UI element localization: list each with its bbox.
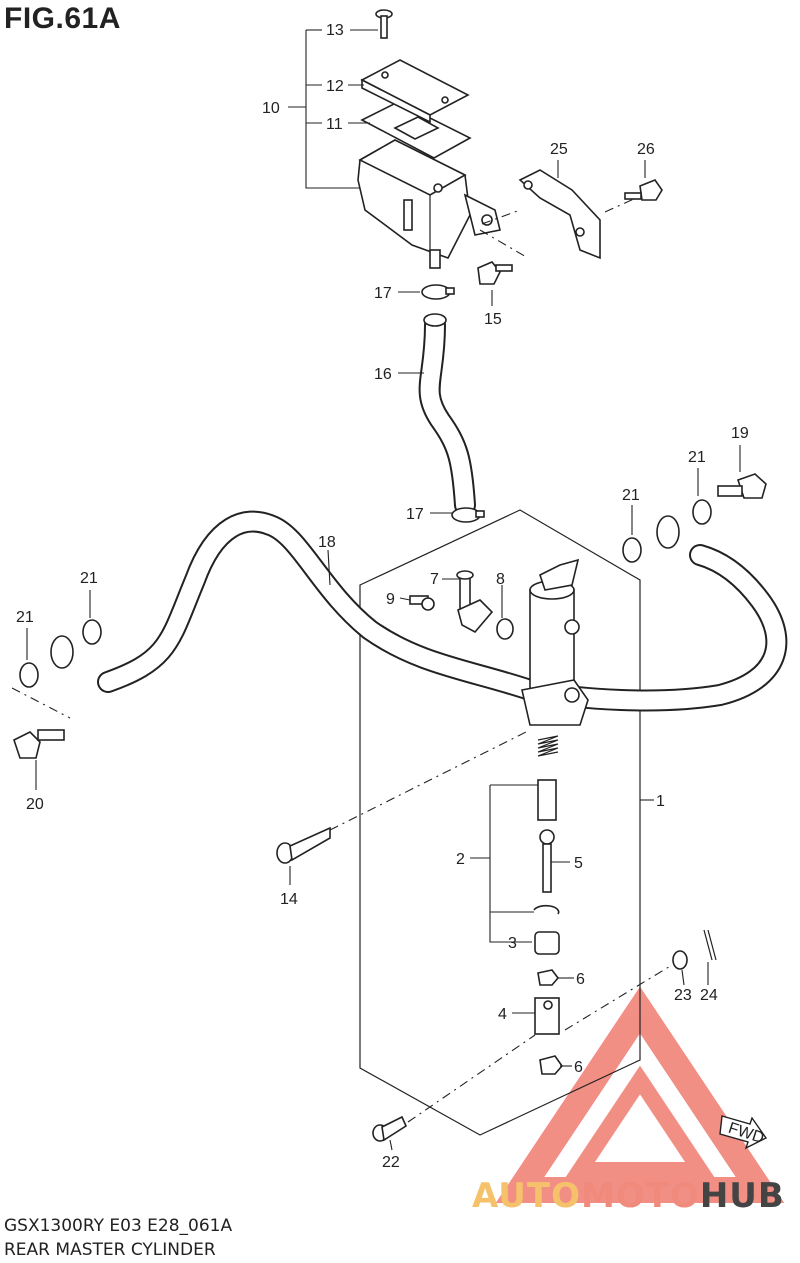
callout-11: 10 <box>262 100 280 117</box>
routing-line-bolt26 <box>604 197 637 213</box>
routing-line-reservoir-bracket <box>481 209 521 225</box>
piston-spring <box>537 735 559 757</box>
routing-line-bolt10 <box>329 729 531 831</box>
callout-16: 16 <box>374 366 392 383</box>
assembly-bracket-outline <box>359 509 641 1136</box>
callout-9: 9 <box>386 591 395 608</box>
pushrod-5 <box>539 829 555 893</box>
bolt-15 <box>477 261 513 285</box>
banjo-bolt-19 <box>717 473 767 499</box>
banjo-fitting-right <box>656 515 680 549</box>
circlip-2 <box>533 904 560 915</box>
washer-21-a <box>19 662 39 688</box>
callout-14: 13 <box>326 22 344 39</box>
callout-7: 7 <box>430 571 439 588</box>
routing-line-pin22 <box>407 1034 536 1123</box>
banjo-bolt-20 <box>13 729 65 759</box>
callout-22: 22 <box>382 1154 400 1171</box>
callout-13: 12 <box>326 78 344 95</box>
callout-8: 8 <box>496 571 505 588</box>
figure-title: FIG.61A <box>4 2 121 35</box>
callout-4: 4 <box>498 1006 507 1023</box>
callout-10: 14 <box>280 891 298 908</box>
callout-17-lower: 17 <box>406 506 424 523</box>
bolt-26 <box>624 179 663 201</box>
leader-lines <box>26 29 741 1151</box>
nut-6-upper <box>537 969 560 986</box>
washer-21-c <box>622 537 642 563</box>
washer-21-b <box>82 619 102 645</box>
callout-2: 2 <box>456 851 465 868</box>
callout-labels: 13 12 11 10 25 26 17 15 16 17 18 19 21 2… <box>16 22 749 1171</box>
callout-25: 25 <box>550 141 568 158</box>
logo-moto: MOTO <box>580 1176 700 1216</box>
master-cylinder-body <box>521 558 589 726</box>
callout-26: 26 <box>637 141 655 158</box>
logo-auto: AUTO <box>472 1176 581 1216</box>
callout-6-lower: 6 <box>574 1059 583 1076</box>
bolt-10 <box>276 826 331 864</box>
figure-caption: REAR MASTER CYLINDER <box>4 1240 216 1260</box>
callout-6-upper: 6 <box>576 971 585 988</box>
cap-screw-14 <box>375 9 393 39</box>
piston-2 <box>537 779 557 821</box>
reservoir-bracket-25 <box>518 169 601 260</box>
clevis-4 <box>534 997 560 1035</box>
reservoir-tank-11 <box>357 139 501 269</box>
hose-clamp-17-upper <box>421 284 455 300</box>
callout-1: 1 <box>656 793 665 810</box>
callout-21-d: 21 <box>688 449 706 466</box>
boot-3 <box>534 931 560 955</box>
cotter-pin-24 <box>703 929 717 961</box>
washer-23 <box>672 950 688 970</box>
watermark-logo-text: AUTOMOTOHUB <box>472 1176 785 1216</box>
callout-21-c: 21 <box>622 487 640 504</box>
callout-15: 15 <box>484 311 502 328</box>
hose-clamp-17-lower <box>451 507 485 523</box>
callout-23: 23 <box>674 987 692 1004</box>
callout-21-b: 21 <box>80 570 98 587</box>
model-code: GSX1300RY E03 E28_061A <box>4 1216 233 1236</box>
clevis-pin-22 <box>372 1115 408 1142</box>
washer-21-d <box>692 499 712 525</box>
screw-9 <box>409 595 435 611</box>
o-ring-8 <box>496 618 514 640</box>
logo-hub: HUB <box>699 1176 785 1216</box>
callout-5: 5 <box>574 855 583 872</box>
brake-hose-18 <box>97 510 788 712</box>
callout-24: 24 <box>700 987 718 1004</box>
callout-19: 19 <box>731 425 749 442</box>
callout-20: 20 <box>26 796 44 813</box>
banjo-fitting-left <box>50 635 74 669</box>
nut-6-lower <box>539 1055 564 1075</box>
routing-line-bolt15 <box>479 229 529 259</box>
diaphragm-plate-12 <box>360 101 472 159</box>
callout-12: 11 <box>326 116 343 133</box>
routing-line-bolt20 <box>11 687 71 719</box>
callout-17-upper: 17 <box>374 285 392 302</box>
callout-18: 18 <box>318 534 336 551</box>
inlet-fitting-7 <box>456 570 494 634</box>
reservoir-hose-16 <box>418 313 476 516</box>
callout-3: 3 <box>508 935 517 952</box>
callout-21-a: 21 <box>16 609 34 626</box>
watermark-logo-triangle <box>495 986 785 1203</box>
